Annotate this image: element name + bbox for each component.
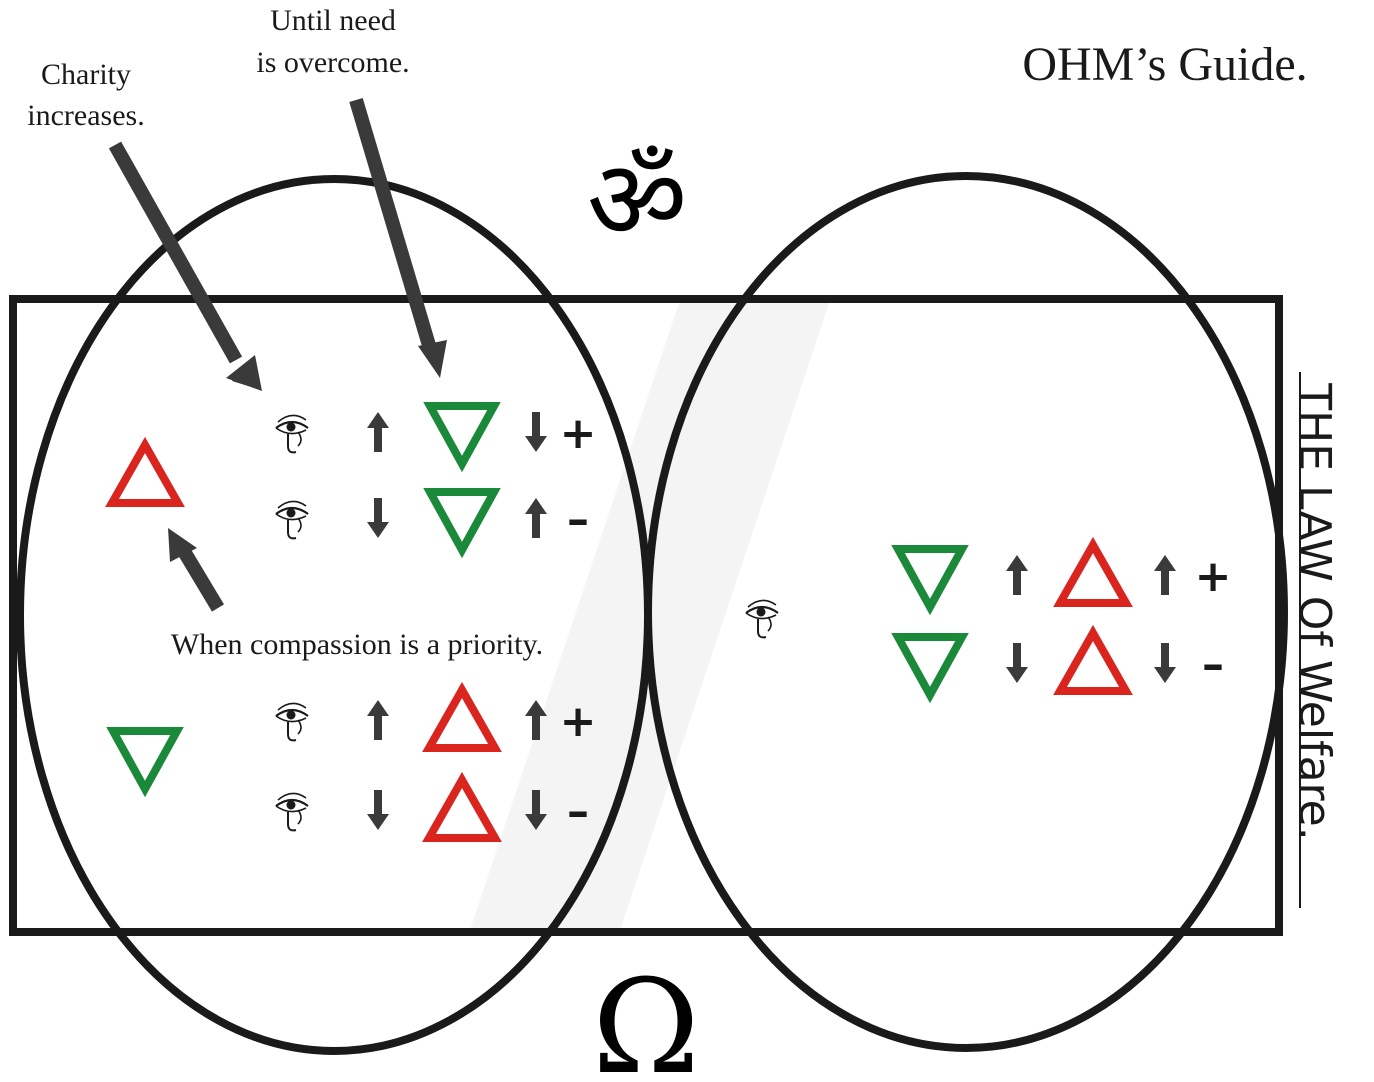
arrow-down-icon	[1154, 643, 1176, 683]
minus-sign: –	[567, 494, 589, 545]
outer-rectangle	[9, 295, 1283, 936]
red-up-triangle	[429, 780, 495, 838]
charity-label-line1: Charity	[41, 58, 131, 91]
arrow-up-icon	[1006, 555, 1028, 595]
green-down-triangle	[898, 549, 962, 607]
page-title: OHM’s Guide.	[1022, 38, 1307, 91]
minus-sign: –	[567, 786, 589, 837]
right-ellipse	[644, 172, 1288, 1052]
arrow-up-icon	[1154, 555, 1176, 595]
plus-sign: +	[560, 696, 597, 747]
side-title: THE LAW Of Welfare.	[1289, 382, 1340, 840]
green-down-triangle	[430, 406, 494, 464]
eye-icon	[274, 500, 310, 540]
red-up-triangle	[1060, 545, 1126, 603]
eye-icon	[274, 792, 310, 832]
green-down-triangle	[430, 492, 494, 550]
compassion-pointer-arrow	[175, 544, 225, 612]
charity-pointer-head	[226, 355, 262, 391]
compassion-pointer-head	[168, 528, 197, 562]
until-need-pointer-head	[418, 340, 447, 378]
right-rows: +–	[898, 545, 1231, 695]
large-red-triangle	[112, 445, 178, 503]
until-need-label-line1: Until need	[270, 4, 396, 37]
eye-icon	[274, 702, 310, 742]
left-ellipse	[16, 175, 652, 1055]
om-symbol: ॐ	[587, 136, 687, 264]
arrow-down-icon	[525, 412, 547, 452]
until-need-label-line2: is overcome.	[256, 46, 409, 79]
plus-sign: +	[560, 408, 597, 459]
red-up-triangle	[1060, 633, 1126, 691]
compassion-label: When compassion is a priority.	[171, 628, 543, 661]
arrow-up-icon	[367, 412, 389, 452]
arrow-down-icon	[367, 790, 389, 830]
minus-sign: –	[1202, 639, 1224, 690]
left-rows: + – + –	[274, 406, 597, 838]
arrow-down-icon	[1006, 643, 1028, 683]
until-need-pointer-arrow	[349, 98, 438, 354]
arrow-up-icon	[367, 700, 389, 740]
arrow-down-icon	[367, 498, 389, 538]
eye-icon	[274, 414, 310, 454]
charity-label-line2: increases.	[27, 99, 144, 132]
plus-sign: +	[1195, 551, 1232, 602]
large-green-triangle	[113, 731, 177, 789]
arrow-up-icon	[525, 498, 547, 538]
charity-pointer-arrow	[108, 141, 243, 364]
green-down-triangle	[898, 637, 962, 695]
omega-symbol: Ω	[592, 951, 700, 1077]
eye-icon	[744, 599, 780, 639]
red-up-triangle	[429, 690, 495, 748]
